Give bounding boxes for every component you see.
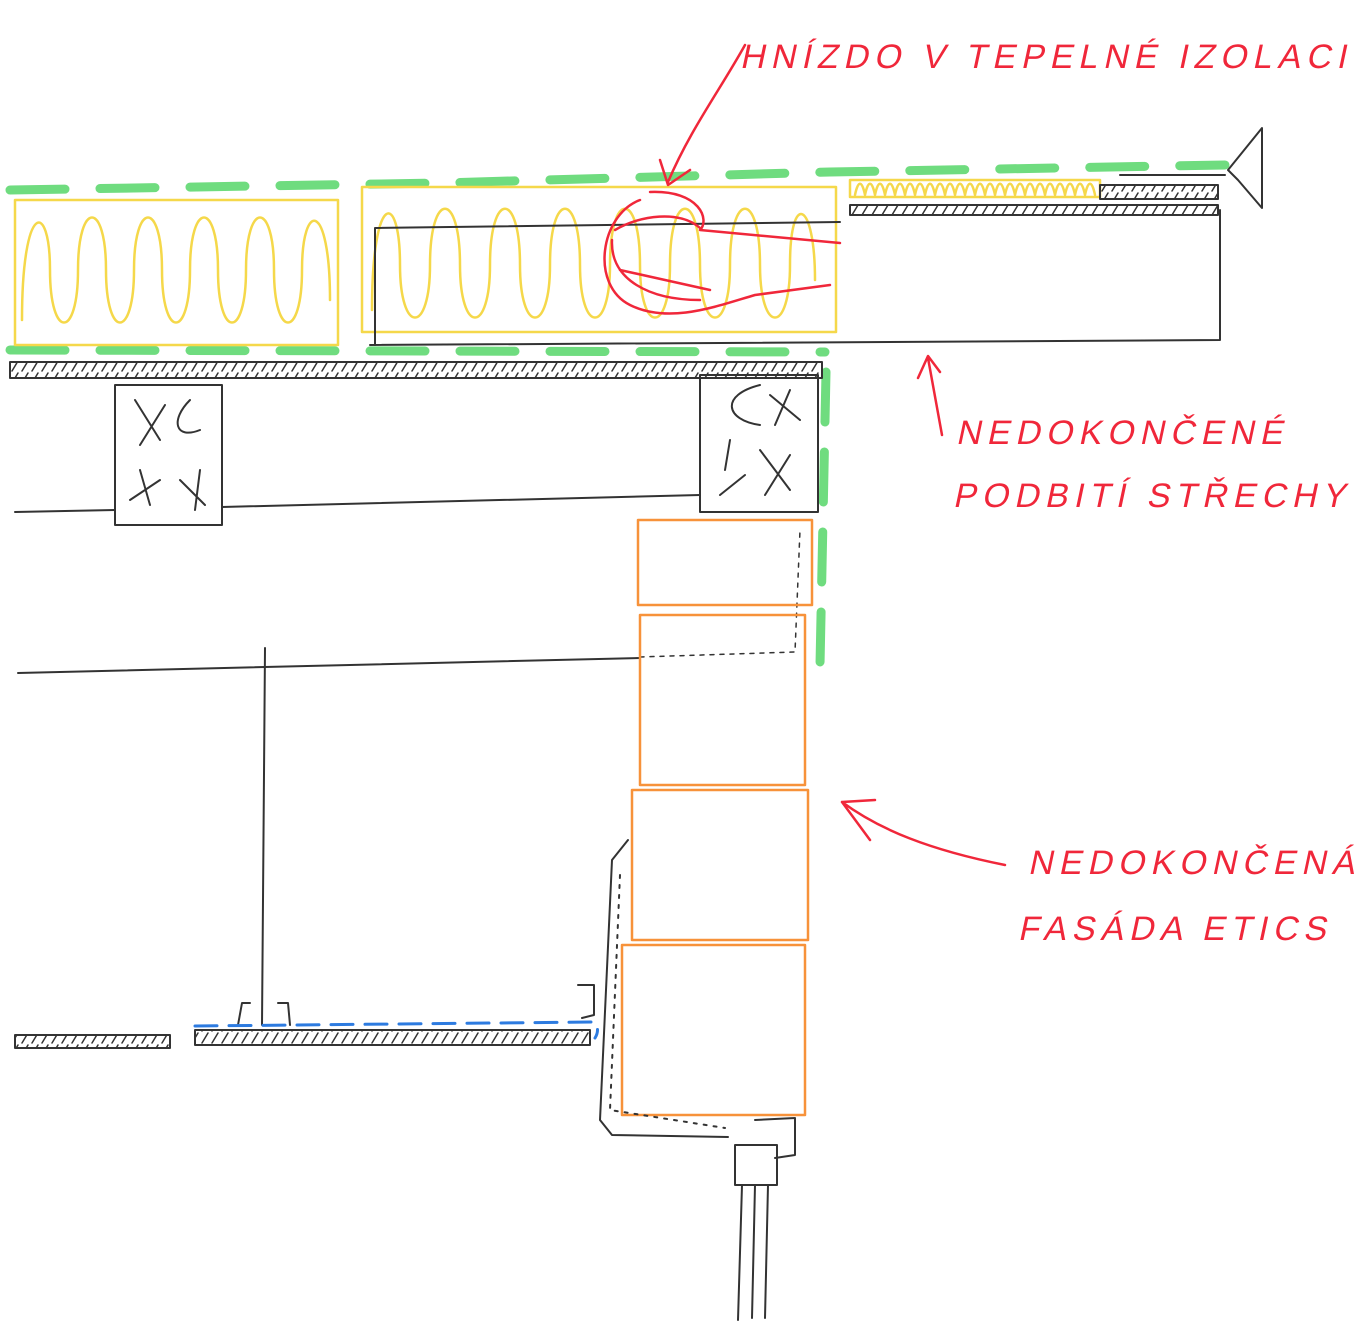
nest-marker bbox=[603, 190, 842, 315]
soffit-annotation-line2: PODBITÍ STŘECHY bbox=[951, 477, 1356, 515]
nest-arrow bbox=[658, 43, 747, 187]
nest-annotation: HNÍZDO V TEPELNÉ IZOLACI bbox=[738, 38, 1356, 76]
floor-slab bbox=[194, 1029, 591, 1046]
facade-insulation-etics bbox=[620, 518, 814, 1117]
soffit-arrow bbox=[916, 354, 944, 437]
floor-slab-left bbox=[14, 1034, 171, 1049]
wall-line bbox=[14, 494, 701, 513]
timber-beam-left bbox=[114, 384, 223, 526]
timber-beam-right bbox=[699, 374, 819, 513]
facade-annotation-line1: NEDOKONČENÁ bbox=[1026, 844, 1356, 882]
hanger-rod bbox=[261, 647, 266, 1026]
vapour-membrane-bottom bbox=[5, 345, 830, 357]
plinth-detail bbox=[14, 839, 796, 1321]
dotted-edge bbox=[639, 529, 801, 658]
soffit-annotation-line1: NEDOKONČENÉ bbox=[954, 414, 1295, 452]
vapour-membrane-wall bbox=[815, 367, 831, 670]
ceiling-line bbox=[17, 657, 641, 674]
roof-insulation bbox=[13, 178, 1102, 347]
roof-structure bbox=[9, 127, 1263, 379]
roof-edge-flashing bbox=[1227, 127, 1263, 209]
facade-annotation-line2: FASÁDA ETICS bbox=[1016, 910, 1338, 948]
facade-arrow bbox=[840, 798, 1007, 867]
vapour-membrane-top bbox=[5, 160, 1230, 195]
waterproofing-layer bbox=[193, 1020, 599, 1040]
ceiling-slab bbox=[9, 361, 823, 379]
